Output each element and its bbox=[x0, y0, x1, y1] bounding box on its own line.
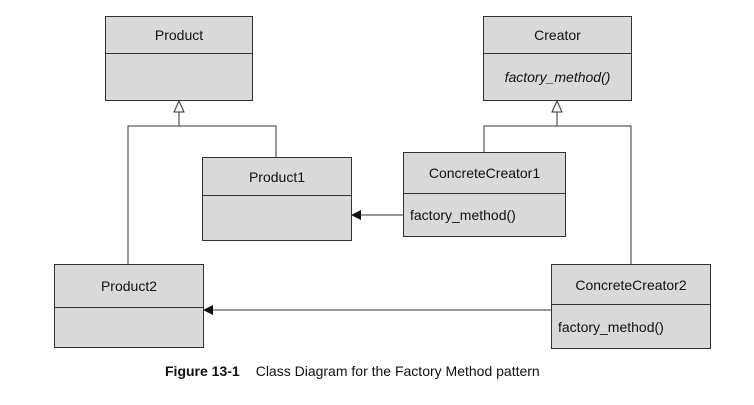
concrete-creator1-class-name: ConcreteCreator1 bbox=[404, 153, 565, 194]
concrete-creator2-inheritance-line bbox=[557, 125, 632, 264]
product-class-box: Product bbox=[105, 16, 253, 101]
concrete-creator2-class-box: ConcreteCreator2 factory_method() bbox=[551, 264, 711, 349]
product1-class-name: Product1 bbox=[203, 158, 351, 196]
concrete-creator1-inheritance-line bbox=[483, 112, 558, 152]
creator-generalization-arrowhead bbox=[551, 99, 563, 113]
concrete-creator1-factory-method: factory_method() bbox=[410, 207, 516, 223]
figure-caption: Figure 13-1 Class Diagram for the Factory… bbox=[165, 363, 540, 379]
concrete-creator2-factory-method: factory_method() bbox=[558, 318, 664, 335]
creator-factory-method: factory_method() bbox=[504, 69, 611, 85]
concrete-creator2-class-name: ConcreteCreator2 bbox=[552, 265, 710, 305]
figure-number: Figure 13-1 bbox=[165, 363, 240, 379]
product-class-operations bbox=[106, 54, 252, 100]
creator-class-name: Creator bbox=[484, 17, 631, 54]
product2-class-box: Product2 bbox=[54, 264, 204, 348]
product2-inheritance-line bbox=[127, 125, 179, 264]
figure-caption-text: Class Diagram for the Factory Method pat… bbox=[255, 363, 540, 379]
creator-class-box: Creator factory_method() bbox=[483, 16, 632, 101]
product2-class-operations bbox=[55, 308, 203, 347]
product-generalization-arrowhead bbox=[173, 99, 185, 113]
product1-inheritance-line bbox=[178, 112, 277, 157]
product2-class-name: Product2 bbox=[55, 265, 203, 308]
product1-class-operations bbox=[203, 196, 351, 240]
product1-class-box: Product1 bbox=[202, 157, 352, 241]
concrete-creator1-class-box: ConcreteCreator1 factory_method() bbox=[403, 152, 566, 237]
product-class-name: Product bbox=[106, 17, 252, 54]
